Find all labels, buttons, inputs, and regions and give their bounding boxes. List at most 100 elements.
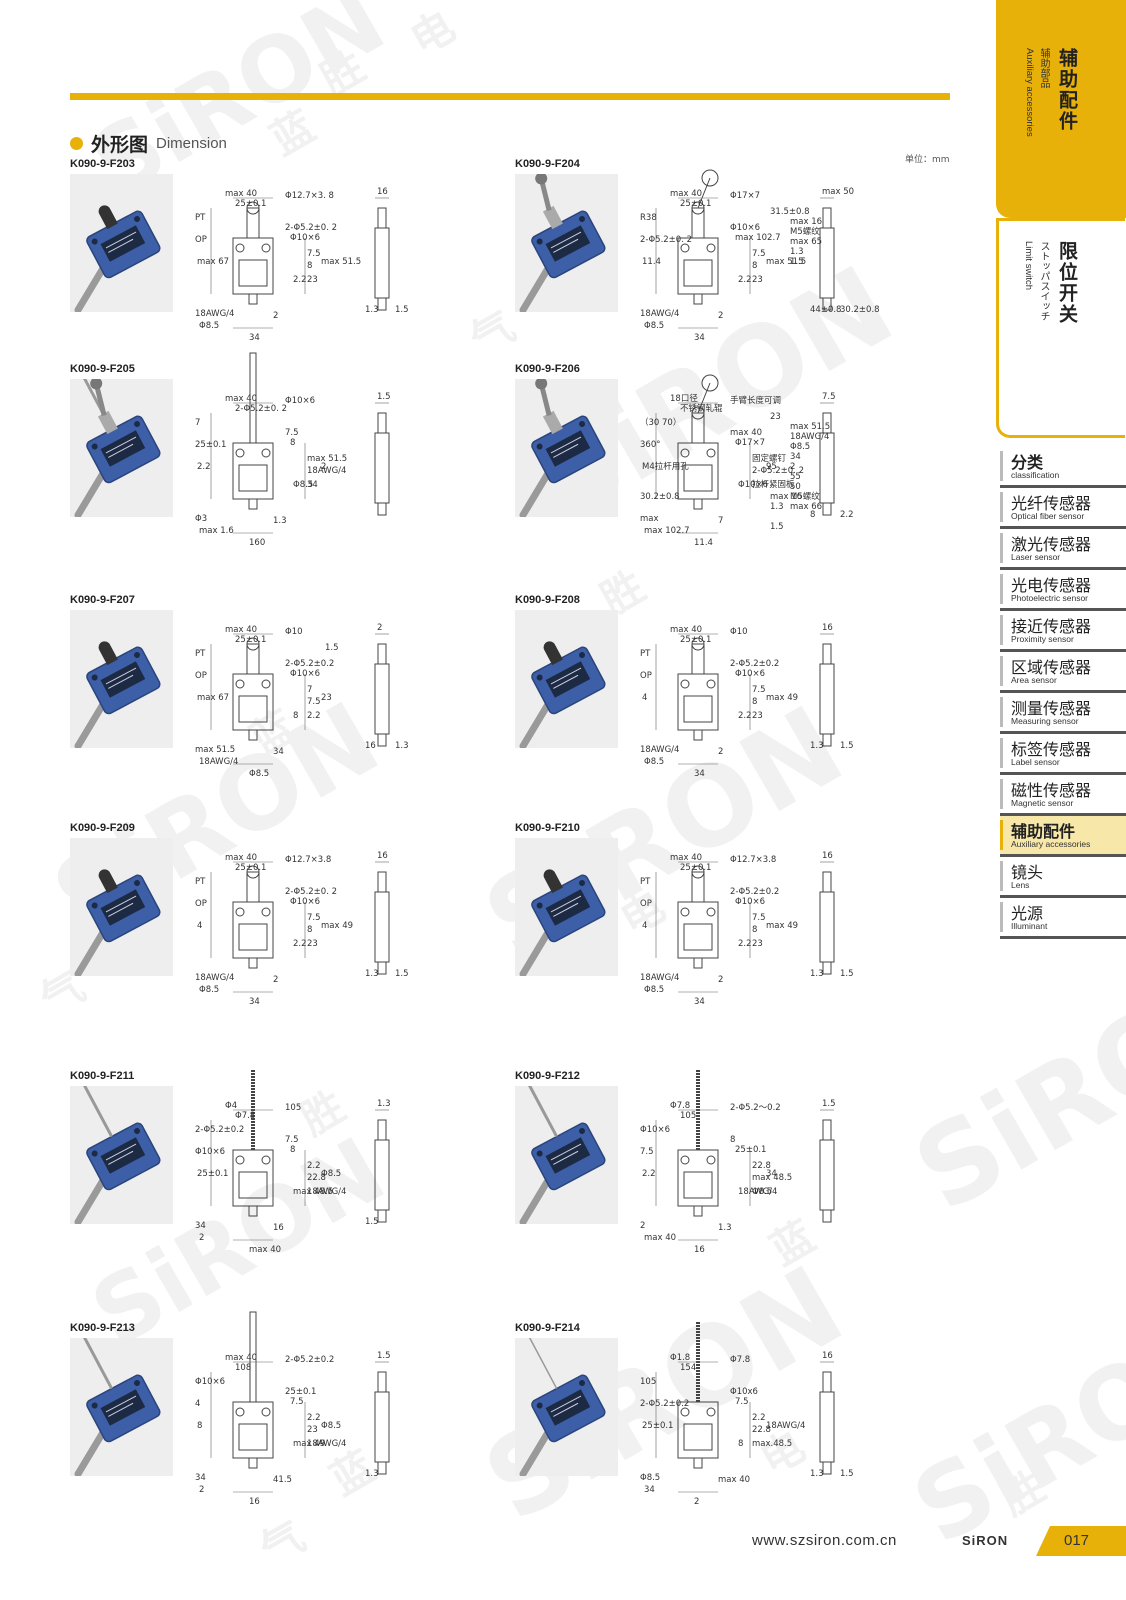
dimension-label: 1.5 <box>770 522 784 532</box>
dimension-label: 2.2 <box>197 462 211 472</box>
product-model: K090-9-F205 <box>70 363 135 375</box>
dimension-label: 1.3 <box>810 741 824 751</box>
sidebar-item-label: 分类 <box>1011 453 1044 472</box>
dimension-label: 25±0.1 <box>642 1421 674 1431</box>
dimension-label: 7.5 <box>735 1397 749 1407</box>
dimension-label: 25±0.1 <box>680 635 712 645</box>
product-photo <box>70 379 173 517</box>
dimension-label: 360° <box>640 440 661 450</box>
dimension-label: 2 <box>273 311 279 321</box>
sidebar-item-marker <box>1000 697 1003 727</box>
product-model: K090-9-F206 <box>515 363 580 375</box>
dimension-label: 4 <box>195 1399 201 1409</box>
dimension-label: 22.8 <box>752 1161 771 1171</box>
dimension-label: 7 <box>307 685 313 695</box>
sidebar-tab-limit-switch[interactable]: 限位开关 ストッパスイッチ Limit switch <box>996 218 1125 438</box>
dimension-label: 22.8 <box>752 1425 771 1435</box>
dimension-label: 160 <box>249 538 266 548</box>
footer-url[interactable]: www.szsiron.com.cn <box>752 1532 897 1549</box>
dimension-label: 25±0.1 <box>680 863 712 873</box>
dimension-label: 4 <box>197 921 203 931</box>
sidebar-tab-accessories[interactable]: 辅助配件 辅助部品 Auxiliary accessories <box>996 0 1126 218</box>
dimension-label: max 40 <box>670 625 703 635</box>
dimension-label: 8 <box>307 925 313 935</box>
sidebar-item-marker <box>1000 861 1003 891</box>
dimension-label: Φ10×6 <box>195 1147 226 1157</box>
dimension-label: 2 <box>718 975 724 985</box>
dimension-label: 2.2 <box>293 939 307 949</box>
dimension-label: 2-Φ5.2±0.2 <box>285 659 335 669</box>
page-number: 017 <box>1064 1532 1090 1549</box>
footer-logo: SiRON <box>962 1533 1009 1548</box>
dimension-label: Φ10×6 <box>285 396 316 406</box>
sidebar-item-marker <box>1000 492 1003 522</box>
dimension-label: 2.2 <box>738 275 752 285</box>
dimension-label: 2-Φ5.2±0. 2 <box>640 235 693 245</box>
dimension-label: 2-Φ5.2±0.2 <box>730 887 780 897</box>
dimension-label: max 49 <box>766 921 799 931</box>
dimension-label: Φ8.5 <box>644 321 665 331</box>
dimension-label: Φ12.7×3. 8 <box>285 191 334 201</box>
dimension-label: 2 <box>640 1221 646 1231</box>
dimension-label: Φ8.5 <box>249 769 270 779</box>
dimension-label: 22.8 <box>307 1173 326 1183</box>
dimension-label: max 40 <box>225 394 258 404</box>
dimension-label: 25±0.1 <box>735 1145 767 1155</box>
dimension-label: 25±0.1 <box>285 1387 317 1397</box>
dimension-label: 18AWG/4 <box>195 309 235 319</box>
dimension-label: 34 <box>766 1169 777 1179</box>
dimension-label: M5螺纹 <box>790 227 820 237</box>
dimension-label: 1.3 <box>810 1469 824 1479</box>
dimension-label: 2-Φ5.2±0. 2 <box>752 466 805 476</box>
dimension-label: 23 <box>307 275 318 285</box>
dimension-label: Φ10×6 <box>290 669 321 679</box>
dimension-label: Φ12.7×3.8 <box>285 855 332 865</box>
dimension-label: Φ8.5 <box>199 321 220 331</box>
dimension-label: OP <box>640 671 652 681</box>
dimension-label: 16 <box>249 1497 260 1507</box>
dimension-label: 2 <box>377 623 383 633</box>
dimension-label: 8 <box>752 925 758 935</box>
dimension-label: 1.3 <box>770 502 784 512</box>
sidebar-item-label: 辅助配件 <box>1011 822 1076 841</box>
dimension-label: Φ10×6 <box>640 1125 671 1135</box>
dimension-label: max 40 <box>249 1245 282 1255</box>
dimension-label: 16 <box>822 851 833 861</box>
dimension-label: 7.5 <box>285 1135 299 1145</box>
dimension-label: 2-Φ5.2～0.2 <box>730 1103 781 1113</box>
dimension-label: 105 <box>640 1377 657 1387</box>
product-photo <box>515 174 618 312</box>
dimension-label: 1.5 <box>790 257 804 267</box>
dimension-label: max 48.5 <box>293 1187 334 1197</box>
dimension-label: 7.5 <box>290 1397 304 1407</box>
dimension-label: 7.5 <box>752 685 766 695</box>
product-photo <box>70 174 173 312</box>
dimension-label: 4 <box>642 921 648 931</box>
dimension-label: Φ10 <box>730 627 748 637</box>
dimension-label: 7.5 <box>752 249 766 259</box>
dimension-label: max 51.5 <box>790 422 831 432</box>
dimension-label: max 16 <box>770 492 803 502</box>
dimension-label: 16 <box>377 851 388 861</box>
dimension-label: 8 <box>730 1135 736 1145</box>
dimension-label: 2.2 <box>738 711 752 721</box>
dimension-label: PT <box>195 649 206 659</box>
dimension-label: 1.5 <box>822 1099 836 1109</box>
dimension-label: Φ10x6 <box>730 1387 758 1397</box>
watermark-char: 蓝 <box>262 101 323 165</box>
tab1-subtitle-en: Auxiliary accessories <box>1024 48 1035 137</box>
